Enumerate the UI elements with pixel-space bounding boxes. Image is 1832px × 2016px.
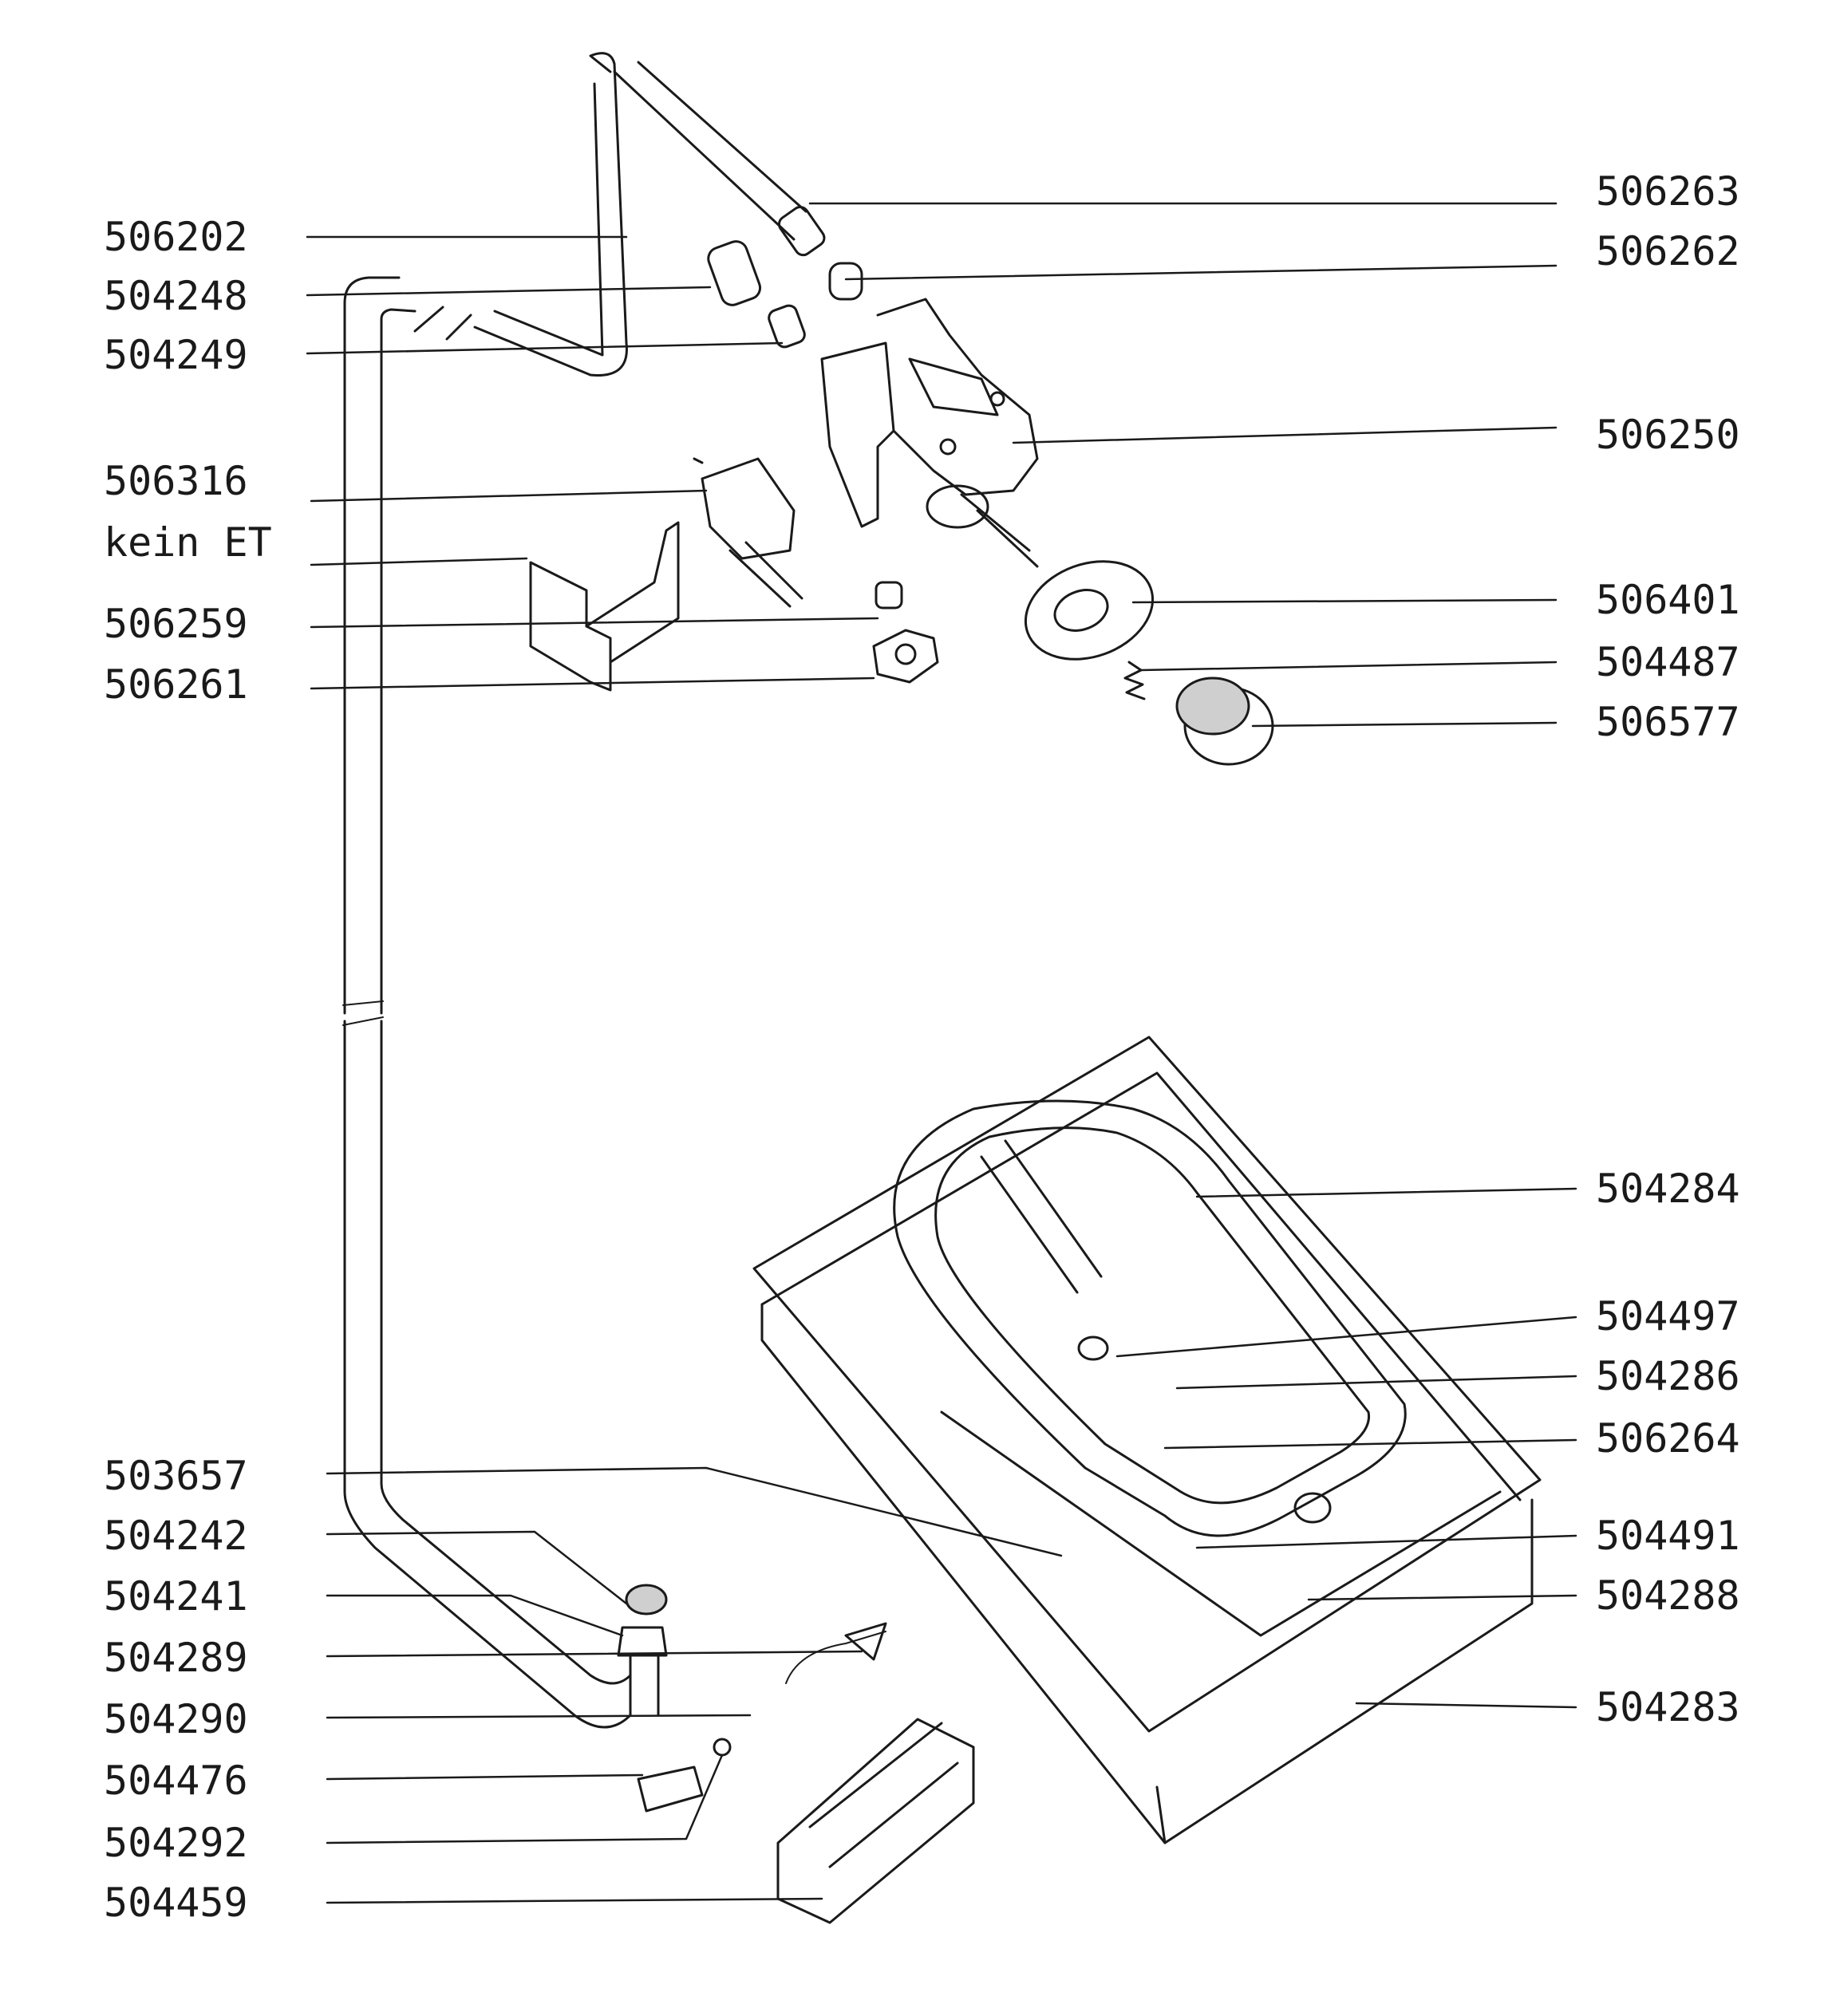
gas-tube-part <box>342 52 826 1729</box>
part-label-504286: 504286 <box>1596 1353 1740 1399</box>
part-label-504288: 504288 <box>1596 1572 1740 1619</box>
knob-plate-part <box>1024 560 1155 661</box>
part-label-504487: 504487 <box>1596 639 1740 685</box>
part-label-506202: 506202 <box>104 214 248 260</box>
part-label-504249: 504249 <box>104 332 248 378</box>
spring-part <box>1123 661 1146 700</box>
part-label-504290: 504290 <box>104 1696 248 1742</box>
part-label-504491: 504491 <box>1596 1513 1740 1559</box>
mounting-bracket <box>529 521 680 692</box>
valve-fittings <box>707 240 863 349</box>
part-label-506261: 506261 <box>104 661 248 708</box>
part-label-504248: 504248 <box>104 273 248 319</box>
igniter-parts <box>617 1584 887 1813</box>
part-label-506264: 506264 <box>1596 1415 1740 1462</box>
control-knob-part <box>1175 677 1274 766</box>
part-label-504459: 504459 <box>104 1880 248 1926</box>
part-label-506250: 506250 <box>1596 412 1740 458</box>
part-label-504497: 504497 <box>1596 1293 1740 1339</box>
part-label-506401: 506401 <box>1596 577 1740 623</box>
part-label-504289: 504289 <box>104 1635 248 1681</box>
burner-tray <box>752 1036 1542 1844</box>
part-label-506263: 506263 <box>1596 168 1740 215</box>
part-label-504284: 504284 <box>1596 1166 1740 1212</box>
micro-switch-part <box>693 457 803 608</box>
leader-lines-right <box>808 202 1577 1709</box>
part-label-504242: 504242 <box>104 1513 248 1559</box>
part-label-503657: 503657 <box>104 1453 248 1499</box>
set-screw-part <box>875 581 903 610</box>
part-label-kein-et: kein ET <box>104 519 272 566</box>
part-label-506262: 506262 <box>1596 228 1740 274</box>
part-label-504283: 504283 <box>1596 1684 1740 1730</box>
hex-nut-part <box>872 629 939 684</box>
leader-lines-left <box>306 235 1063 1904</box>
part-label-506577: 506577 <box>1596 699 1740 745</box>
part-label-506259: 506259 <box>104 601 248 647</box>
part-label-504292: 504292 <box>104 1820 248 1866</box>
gas-valve-body <box>820 298 1039 568</box>
burner-ring <box>893 1099 1407 1537</box>
lower-bracket <box>776 1718 975 1924</box>
part-label-504241: 504241 <box>104 1573 248 1620</box>
part-label-504476: 504476 <box>104 1758 248 1804</box>
part-label-506316: 506316 <box>104 458 248 504</box>
